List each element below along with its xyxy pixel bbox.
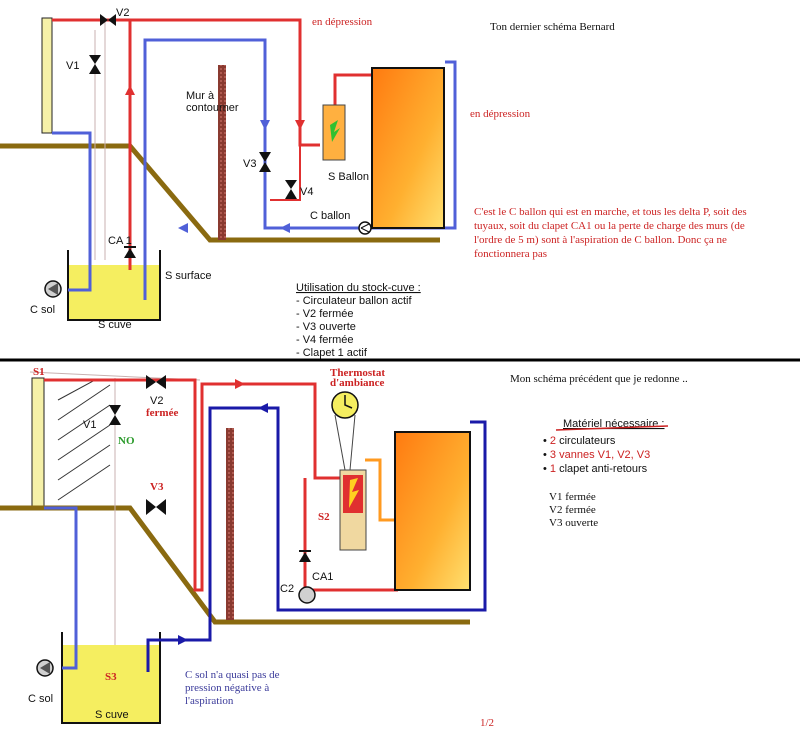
top-note: C'est le C ballon qui est en marche, et …: [474, 206, 747, 260]
sun-rays: [57, 379, 111, 501]
top-blue-pipe-panel: [52, 131, 92, 292]
top-wall-label-1: Mur à: [186, 90, 215, 102]
bottom-red-pipe: [44, 378, 345, 592]
top-v2-label: V2: [116, 7, 129, 19]
bottom-v2-valve: [146, 375, 166, 389]
bottom-diagram: Mon schéma précédent que je redonne .. S…: [0, 366, 688, 729]
top-usage: Utilisation du stock-cuve : - Circulateu…: [296, 282, 421, 359]
bottom-c2-label: C2: [280, 583, 294, 595]
top-c-ballon-pump: [358, 221, 372, 235]
top-v2-valve: [100, 14, 116, 26]
top-red-pipe-v2: [52, 18, 320, 147]
top-usage-item: - V3 ouverte: [296, 321, 356, 333]
top-usage-item: - Circulateur ballon actif: [296, 295, 412, 307]
top-c-ballon-label: C ballon: [310, 210, 350, 222]
top-v1-valve: [89, 55, 101, 74]
bottom-s-cuve-label: S cuve: [95, 709, 129, 721]
valve-state: V1 fermée: [549, 491, 596, 503]
bottom-title: Mon schéma précédent que je redonne ..: [510, 373, 688, 385]
top-v4-label: V4: [300, 186, 313, 198]
bottom-orange-pipe: [365, 458, 395, 522]
materiel-item: • 1 clapet anti-retours: [543, 463, 648, 475]
top-note-line: fonctionnera pas: [474, 248, 547, 260]
top-title: Ton dernier schéma Bernard: [490, 21, 615, 33]
top-depression-label-1: en dépression: [312, 16, 373, 28]
bottom-fermee-label: fermée: [146, 407, 178, 419]
top-ca1-check-valve: [124, 246, 136, 258]
bottom-s3-label: S3: [105, 671, 117, 683]
top-usage-item: - Clapet 1 actif: [296, 347, 368, 359]
top-usage-item: - V4 fermée: [296, 334, 353, 346]
top-blue-pipe-main: [143, 38, 457, 300]
bottom-ca1-label: CA1: [312, 571, 333, 583]
top-ca1-label: CA 1: [108, 235, 132, 247]
bottom-v2-label: V2: [150, 395, 163, 407]
bottom-no-label: NO: [118, 435, 135, 447]
bottom-v1-valve: [109, 405, 121, 425]
valve-state: V3 ouverte: [549, 517, 598, 529]
top-s-cuve-label: S cuve: [98, 319, 132, 331]
thermostat-label-1: Thermostat: [330, 367, 385, 379]
top-v3-valve: [259, 152, 271, 172]
top-tank: [67, 250, 161, 321]
bottom-v3-valve: [146, 499, 166, 515]
bottom-s2-label: S2: [318, 511, 330, 523]
top-usage-item: - V2 fermée: [296, 308, 353, 320]
bottom-note-line: l'aspiration: [185, 695, 234, 707]
top-depression-label-2: en dépression: [470, 108, 531, 120]
bottom-balloon: [394, 431, 471, 591]
page-number: 1/2: [480, 717, 494, 729]
top-v4-valve: [285, 180, 297, 199]
bottom-ca1-check-valve: [299, 550, 311, 562]
bottom-dark-blue-pipe: [146, 406, 487, 672]
bottom-v3-label: V3: [150, 481, 164, 493]
bottom-v1-label: V1: [83, 419, 96, 431]
top-wall-label-2: contourner: [186, 102, 239, 114]
top-diagram: Ton dernier schéma Bernard en dépression…: [0, 7, 747, 359]
valve-state: V2 fermée: [549, 504, 596, 516]
top-c-sol-label: C sol: [30, 304, 55, 316]
top-v1-label: V1: [66, 60, 79, 72]
valve-states: V1 fermée V2 fermée V3 ouverte: [549, 491, 598, 529]
bottom-tank: [61, 632, 161, 724]
materiel-list: Matériel nécessaire : • 2 circulateurs •…: [543, 418, 669, 475]
top-balloon: [371, 67, 445, 229]
top-s-surface-label: S surface: [165, 270, 211, 282]
top-solar-panel: [41, 17, 53, 134]
bottom-s1-label: S1: [33, 366, 45, 378]
top-ground-line: [0, 143, 440, 243]
materiel-item: • 3 vannes V1, V2, V3: [543, 449, 650, 461]
top-v3-label: V3: [243, 158, 256, 170]
materiel-item: • 2 circulateurs: [543, 435, 616, 447]
bottom-note-line: pression négative à: [185, 682, 269, 694]
top-note-line: C'est le C ballon qui est en marche, et …: [474, 206, 747, 218]
bottom-tank-water: [62, 645, 160, 723]
top-note-line: l'ordre de 5 m) sont à l'aspiration de C…: [474, 234, 727, 246]
top-wall: [218, 65, 226, 240]
thermostat-label-2: d'ambiance: [330, 377, 385, 389]
bottom-c2-pump: [298, 586, 316, 604]
bottom-solar-panel: [31, 377, 45, 509]
bottom-note-line: C sol n'a quasi pas de: [185, 669, 280, 681]
top-red-pipe-heater: [333, 73, 375, 108]
top-note-line: tuyaux, soit du clapet CA1 ou la perte d…: [474, 220, 745, 232]
bottom-note: C sol n'a quasi pas de pression négative…: [185, 669, 280, 707]
bottom-blue-pipe-panel: [44, 506, 78, 670]
top-red-pipe-ballon: [270, 145, 301, 201]
top-usage-title: Utilisation du stock-cuve :: [296, 282, 421, 294]
top-s-ballon-label: S Ballon: [328, 171, 369, 183]
bottom-wall: [226, 428, 234, 620]
bottom-c-sol-label: C sol: [28, 693, 53, 705]
